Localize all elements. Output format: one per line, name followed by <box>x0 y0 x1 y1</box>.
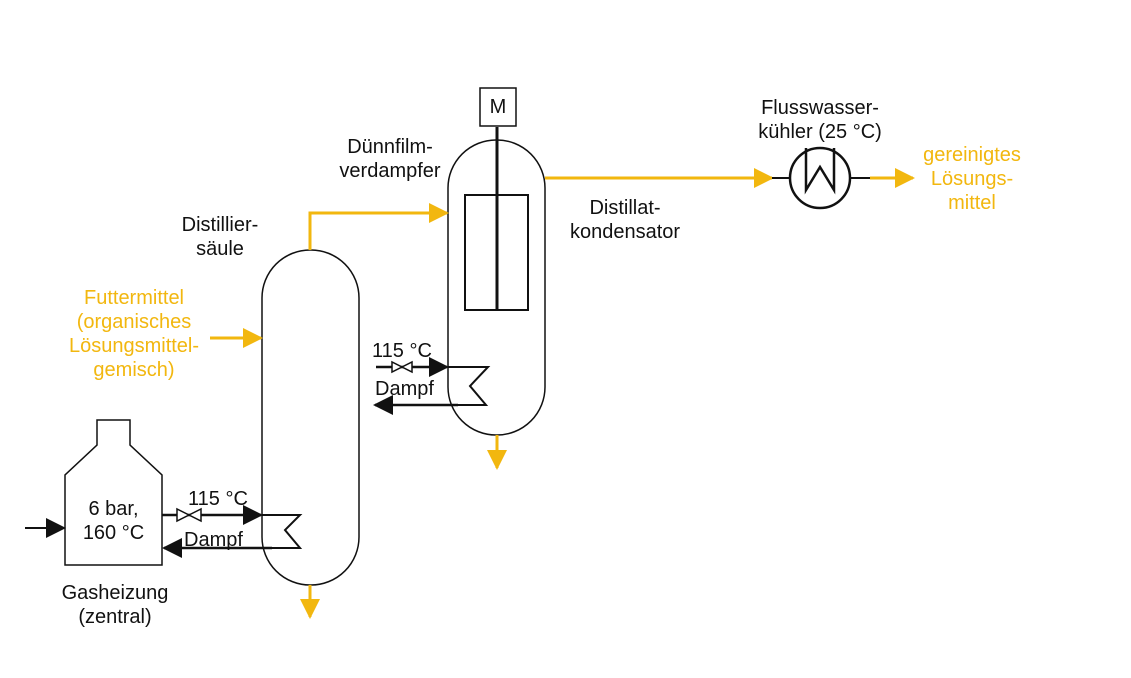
gas-heater <box>64 419 163 566</box>
steam-evaporator-medium: Dampf <box>375 378 434 400</box>
heater-conditions-label: 6 bar,160 °C <box>82 498 145 544</box>
motor-label: M <box>489 96 507 118</box>
heat-exchanger-icon <box>788 146 852 210</box>
column-heating-coil <box>262 514 303 549</box>
valve-icon <box>176 507 202 523</box>
distillation-column <box>261 249 360 586</box>
steam-evaporator-temp: 115 °C <box>372 340 432 362</box>
motor-box <box>479 87 517 127</box>
condenser-label: Distillat-kondensator <box>569 197 681 243</box>
valve-icon <box>391 360 413 374</box>
column-label: Distillier-säule <box>181 214 259 260</box>
evaporator-heating-coil <box>448 366 491 406</box>
vapor-to-evaporator-stream <box>308 203 449 250</box>
cooler-label: Flusswasser-kühler (25 °C) <box>758 97 882 143</box>
steam-column-medium: Dampf <box>184 529 243 551</box>
steam-column-temp: 115 °C <box>188 488 248 510</box>
heater-label: Gasheizung(zentral) <box>61 582 169 628</box>
evaporator-label: Dünnfilm-verdampfer <box>339 136 441 182</box>
